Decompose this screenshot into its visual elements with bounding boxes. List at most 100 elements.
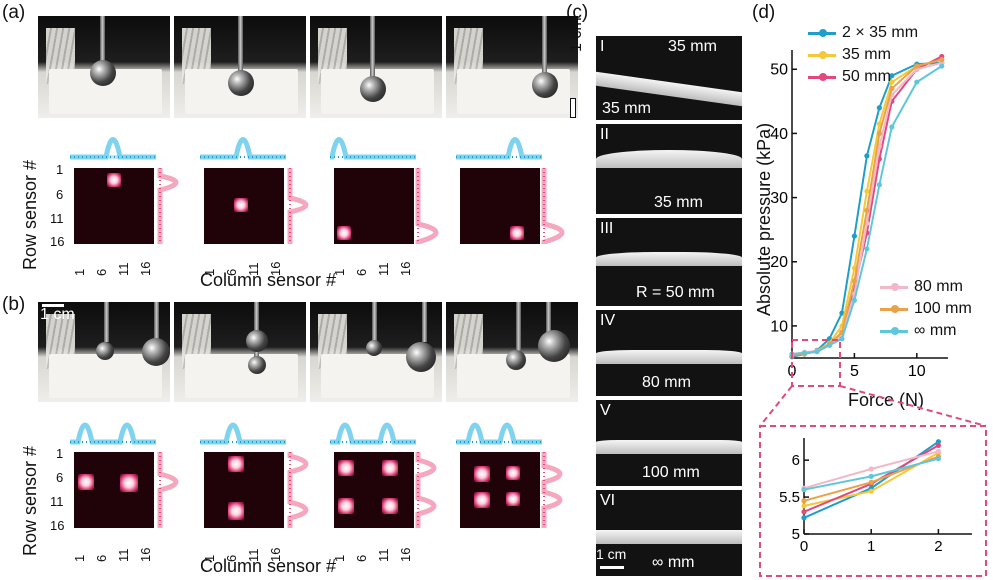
photo-b4 bbox=[446, 302, 578, 402]
data-point bbox=[839, 336, 845, 342]
row-profile-b2 bbox=[287, 452, 309, 528]
data-point bbox=[868, 473, 874, 479]
data-point bbox=[939, 63, 945, 69]
photo-a4 bbox=[446, 16, 578, 118]
data-point bbox=[939, 57, 945, 63]
col-tick: 1 bbox=[202, 268, 217, 276]
label-c1-top: 35 mm bbox=[668, 38, 717, 55]
panel-label-d: (d) bbox=[752, 2, 776, 23]
row-tick: 1 bbox=[56, 446, 64, 461]
x-tick-label: 5 bbox=[850, 363, 859, 380]
row-sensor-label-a: Row sensor # bbox=[20, 159, 40, 270]
col-tick: 1 bbox=[72, 554, 87, 562]
photo-a3 bbox=[310, 16, 442, 118]
roman-ii: II bbox=[600, 126, 609, 143]
data-point bbox=[935, 442, 941, 448]
x-tick-label: 0 bbox=[800, 538, 808, 555]
photo-b3 bbox=[310, 302, 442, 402]
x-tick-label: 0 bbox=[788, 363, 797, 380]
y-tick-label: 30 bbox=[770, 190, 788, 207]
column-profile-b3 bbox=[330, 422, 416, 445]
heatmap-a3 bbox=[334, 168, 414, 244]
roman-vi: VI bbox=[600, 492, 616, 509]
col-tick: 11 bbox=[376, 262, 391, 277]
col-tick: 16 bbox=[398, 261, 413, 276]
data-point bbox=[914, 63, 920, 69]
col-tick: 1 bbox=[72, 268, 87, 276]
row-tick: 6 bbox=[56, 470, 64, 485]
column-profile-a4 bbox=[456, 137, 542, 160]
col-tick: 16 bbox=[138, 547, 153, 562]
data-point bbox=[814, 348, 820, 355]
y-tick-label: 50 bbox=[770, 62, 788, 79]
col-tick: 6 bbox=[94, 268, 109, 276]
y-tick-label: 40 bbox=[770, 126, 788, 143]
data-point bbox=[868, 479, 874, 485]
data-point bbox=[851, 297, 857, 303]
legend-label: 2 × 35 mm bbox=[842, 24, 919, 41]
row-tick: 16 bbox=[50, 518, 65, 533]
data-point bbox=[839, 310, 845, 316]
col-tick: 6 bbox=[224, 554, 239, 562]
y-tick-label: 5 bbox=[792, 526, 800, 543]
roman-v: V bbox=[600, 402, 611, 419]
legend-item: ∞ mm bbox=[880, 320, 972, 342]
row-profile-a2 bbox=[287, 168, 309, 244]
row-tick: 11 bbox=[50, 211, 64, 226]
data-point bbox=[851, 233, 857, 239]
data-point bbox=[864, 153, 870, 159]
scale-bar-c: 1 cm bbox=[596, 546, 627, 562]
column-profile-a1 bbox=[70, 137, 156, 160]
photo-c3: III R = 50 mm bbox=[596, 218, 742, 306]
data-point bbox=[801, 503, 807, 509]
panel-label-b: (b) bbox=[2, 294, 26, 315]
data-point bbox=[801, 487, 807, 493]
legend-label: 100 mm bbox=[914, 300, 972, 317]
row-tick: 16 bbox=[50, 234, 65, 249]
photo-b2 bbox=[174, 302, 306, 402]
data-point bbox=[876, 182, 882, 188]
row-tick: 11 bbox=[50, 494, 64, 509]
y-tick-label: 6 bbox=[792, 452, 800, 469]
col-tick: 1 bbox=[332, 554, 347, 562]
label-c2: 35 mm bbox=[654, 194, 703, 211]
photo-a1 bbox=[38, 16, 170, 118]
photo-a2 bbox=[174, 16, 306, 118]
heatmap-a4 bbox=[460, 168, 540, 244]
x-tick-label: 2 bbox=[934, 538, 942, 555]
y-tick-label: 10 bbox=[770, 318, 788, 335]
heatmap-a2 bbox=[204, 168, 284, 244]
panel-label-a: (a) bbox=[2, 2, 26, 23]
data-point bbox=[868, 488, 874, 494]
scale-bar-c-mark bbox=[600, 566, 624, 569]
roman-iv: IV bbox=[600, 312, 616, 329]
row-profile-a1 bbox=[157, 168, 179, 244]
legend-label: 80 mm bbox=[914, 278, 963, 295]
label-c4: 80 mm bbox=[642, 374, 691, 391]
series-line bbox=[803, 451, 939, 507]
legend-bottom: 80 mm 100 mm ∞ mm bbox=[880, 276, 972, 342]
row-tick: 1 bbox=[56, 162, 64, 177]
legend-label: 35 mm bbox=[842, 46, 891, 63]
scale-bar-b-mark bbox=[42, 304, 64, 307]
zoom-indicator bbox=[759, 339, 987, 577]
heatmap-b2 bbox=[204, 452, 284, 528]
label-c6: ∞ mm bbox=[652, 554, 695, 571]
row-profile-b4 bbox=[541, 452, 563, 528]
data-point bbox=[826, 342, 833, 348]
col-tick: 11 bbox=[376, 548, 391, 563]
col-tick: 6 bbox=[224, 268, 239, 276]
y-axis-label: Absolute pressure (kPa) bbox=[754, 122, 774, 316]
data-point bbox=[801, 509, 807, 515]
col-tick: 6 bbox=[94, 554, 109, 562]
column-sensor-label-a: Column sensor # bbox=[200, 270, 337, 290]
legend-item: 2 × 35 mm bbox=[808, 22, 918, 44]
row-profile-b1 bbox=[157, 452, 179, 528]
column-profile-a3 bbox=[330, 137, 416, 160]
row-profile-a4 bbox=[541, 168, 565, 244]
data-point bbox=[864, 207, 870, 214]
data-point bbox=[864, 188, 870, 194]
col-tick: 16 bbox=[398, 547, 413, 562]
heatmap-b1 bbox=[74, 452, 154, 528]
